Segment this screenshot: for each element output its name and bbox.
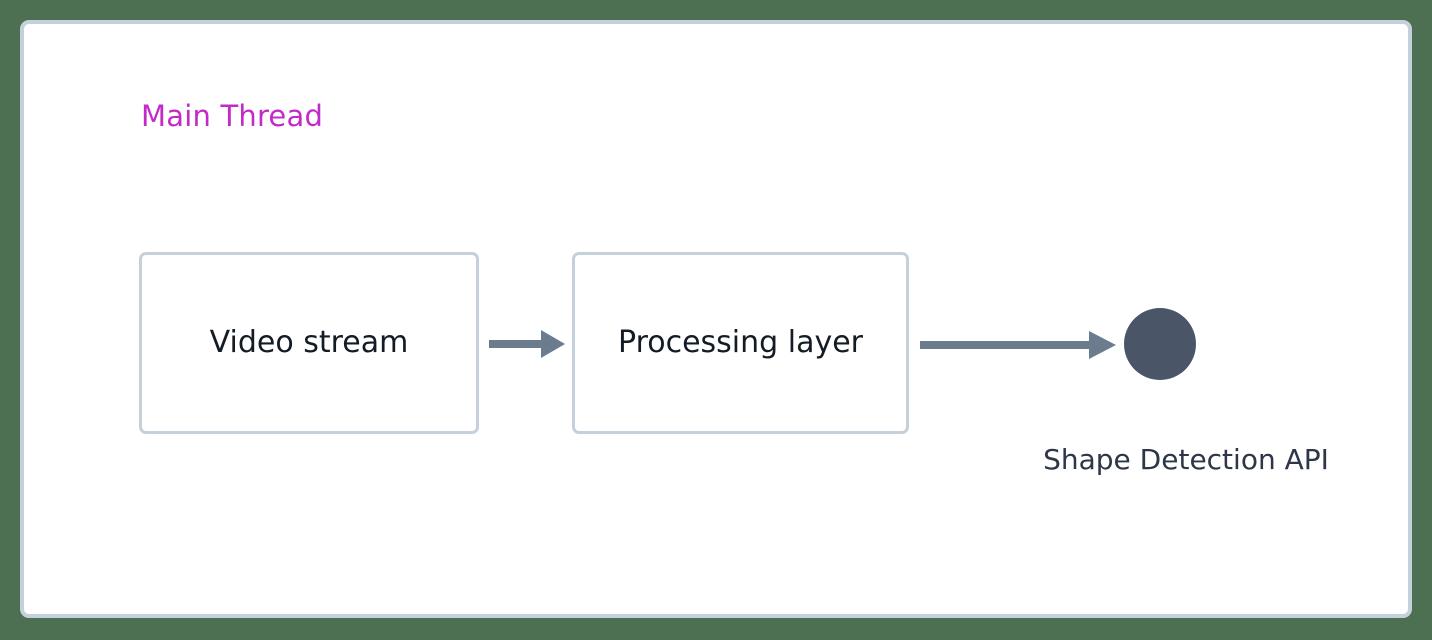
node-processing-layer-label: Processing layer bbox=[618, 325, 863, 360]
node-shape-detection-api-circle[interactable] bbox=[1124, 308, 1196, 380]
node-video-stream[interactable]: Video stream bbox=[139, 252, 479, 434]
node-shape-detection-api-label: Shape Detection API bbox=[1043, 443, 1329, 476]
arrow-video-to-processing-icon bbox=[489, 330, 565, 358]
node-processing-layer[interactable]: Processing layer bbox=[572, 252, 909, 434]
lane-title-main-thread: Main Thread bbox=[141, 99, 324, 133]
main-thread-panel: Main Thread Video stream Processing laye… bbox=[20, 20, 1412, 618]
arrow-processing-to-api-icon bbox=[920, 331, 1116, 359]
node-video-stream-label: Video stream bbox=[209, 325, 409, 360]
